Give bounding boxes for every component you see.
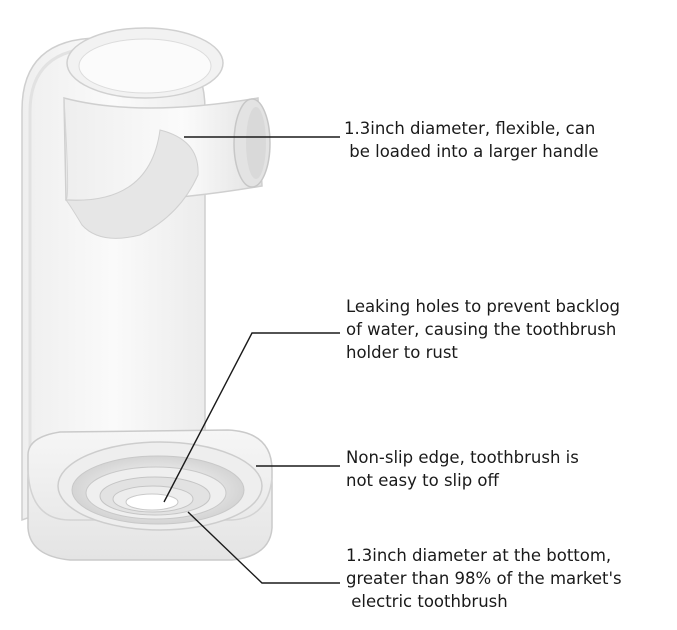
callout-bottom-diameter: 1.3inch diameter at the bottom, greater …	[346, 546, 622, 611]
leader-line-4	[187, 511, 340, 584]
callout-non-slip-edge: Non-slip edge, toothbrush is not easy to…	[346, 448, 579, 490]
callout-clip-diameter: 1.3inch diameter, flexible, can be loade…	[344, 119, 599, 161]
drain-hole	[125, 493, 179, 511]
leader-line-2	[163, 332, 340, 503]
leader-lines	[163, 136, 340, 584]
callout-leaking-holes: Leaking holes to prevent backlog of wate…	[346, 297, 620, 362]
